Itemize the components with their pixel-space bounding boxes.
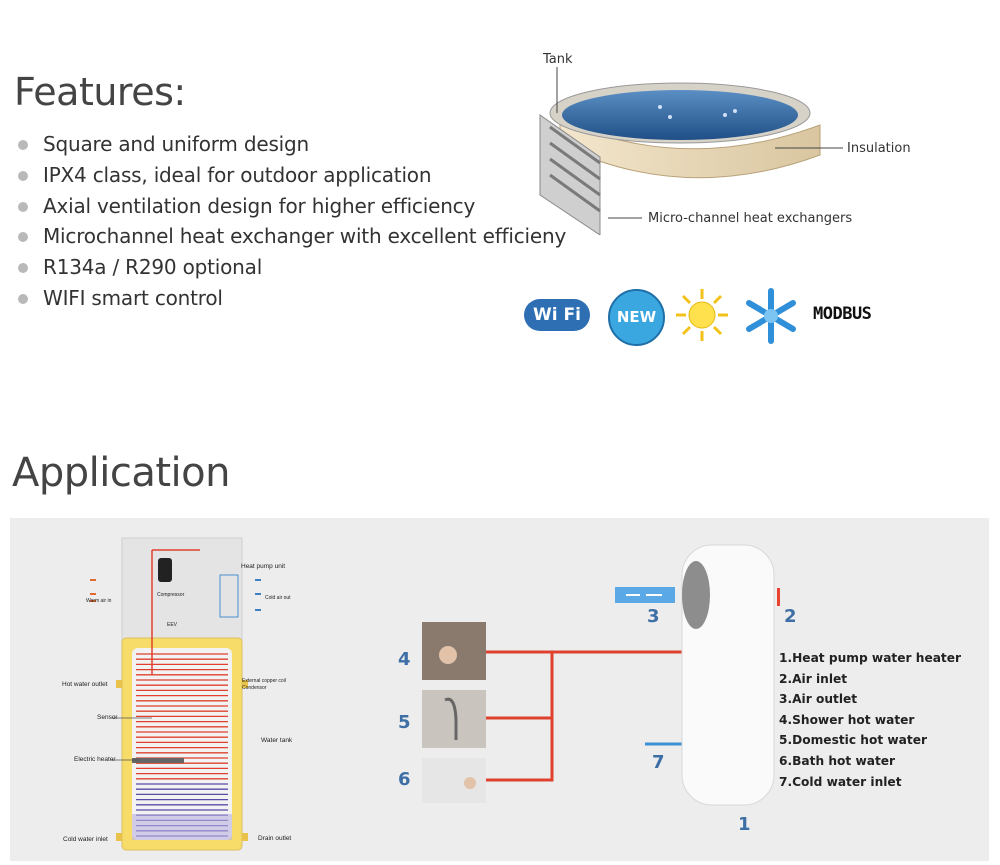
heat-pump-schematic: [90, 537, 261, 851]
sun-icon: [676, 289, 728, 341]
heat-pump-unit-label: Heat pump unit: [241, 563, 286, 570]
number-2: 2: [784, 606, 797, 627]
microchannel-label: Micro-channel heat exchangers: [648, 211, 853, 226]
feature-item: Axial ventilation design for higher effi…: [18, 191, 566, 222]
application-legend: 1.Heat pump water heater 2.Air inlet 3.A…: [779, 648, 961, 792]
number-4: 4: [398, 649, 411, 670]
legend-item: 2.Air inlet: [779, 671, 848, 686]
electric-heater-label: Electric heater: [74, 756, 116, 763]
legend-item: 4.Shower hot water: [779, 712, 915, 727]
legend-item: 6.Bath hot water: [779, 753, 896, 768]
new-icon: NEW: [608, 289, 665, 346]
water-tank-label: Water tank: [261, 737, 293, 744]
application-title: Application: [12, 450, 231, 496]
sensor-label: Sensor: [97, 714, 118, 721]
feature-item: Microchannel heat exchanger with excelle…: [18, 221, 566, 252]
wifi-icon: Wi Fi: [524, 299, 590, 331]
snowflake-icon: [746, 288, 796, 344]
drain-outlet-label: Drain outlet: [258, 835, 292, 842]
legend-item: 1.Heat pump water heater: [779, 651, 962, 665]
feature-item: IPX4 class, ideal for outdoor applicatio…: [18, 160, 566, 191]
features-title: Features:: [14, 70, 186, 114]
number-1: 1: [738, 814, 751, 835]
condensor-label: Condensor: [242, 685, 267, 691]
feature-item: WIFI smart control: [18, 283, 566, 314]
application-illustration: [422, 544, 780, 806]
external-coil-label: External copper coil: [242, 678, 286, 684]
feature-icons: Wi Fi NEW MODBUS: [524, 287, 894, 346]
legend-item: 7.Cold water inlet: [779, 774, 902, 789]
eev-label: EEV: [167, 622, 178, 628]
feature-item: R134a / R290 optional: [18, 252, 566, 283]
cold-water-inlet-label: Cold water inlet: [63, 836, 108, 843]
cold-air-out-label: Cold air out: [265, 595, 291, 601]
number-6: 6: [398, 769, 411, 790]
number-7: 7: [652, 752, 665, 773]
hot-water-outlet-label: Hot water outlet: [62, 681, 108, 688]
insulation-label: Insulation: [847, 141, 911, 156]
legend-item: 3.Air outlet: [779, 692, 858, 707]
feature-item: Square and uniform design: [18, 129, 566, 160]
features-list: Square and uniform design IPX4 class, id…: [18, 129, 566, 314]
tank-label: Tank: [543, 52, 573, 67]
modbus-label: MODBUS: [813, 304, 872, 324]
number-5: 5: [398, 712, 411, 733]
tank-illustration: [539, 67, 843, 235]
legend-item: 5.Domestic hot water: [779, 733, 927, 748]
warm-air-in-label: Warm air in: [86, 598, 112, 604]
compressor-label: Compressor: [157, 592, 185, 598]
number-3: 3: [647, 606, 660, 627]
